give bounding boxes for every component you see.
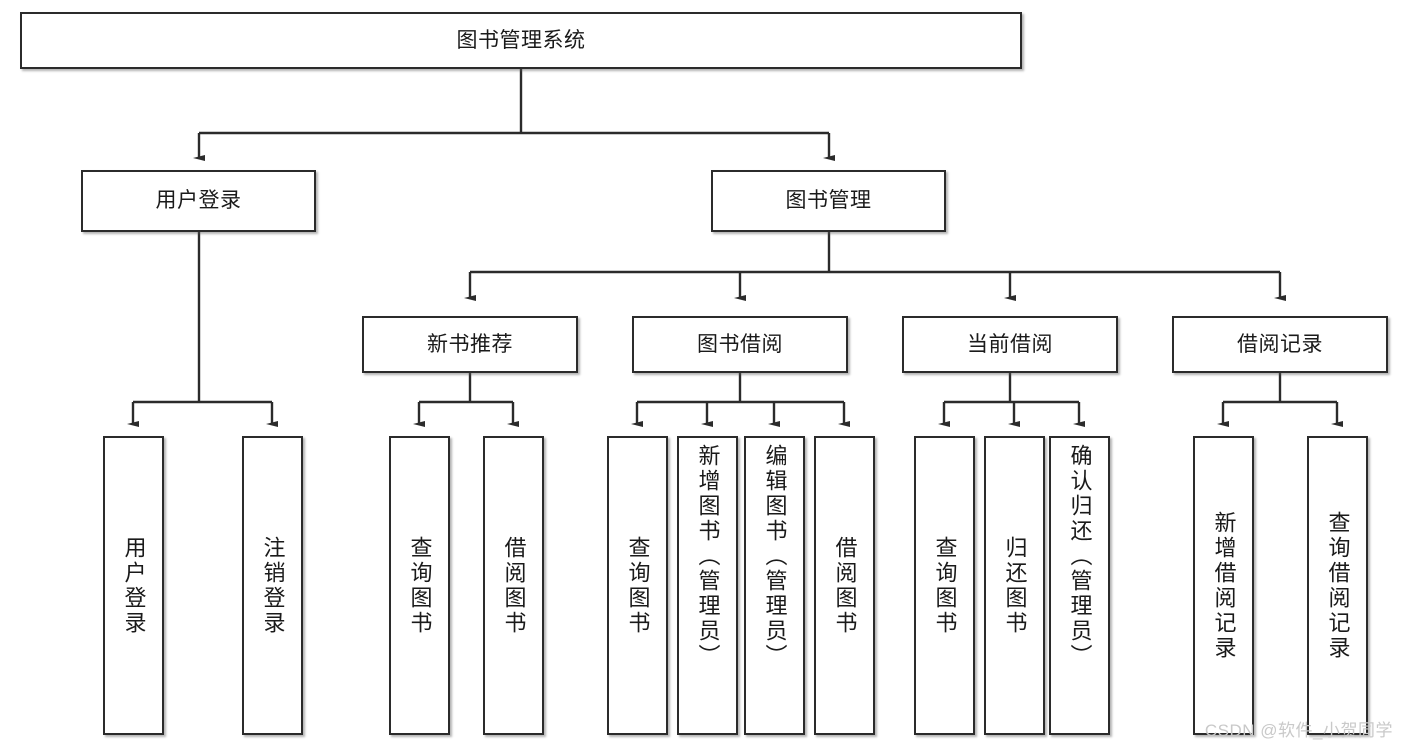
node-label: 新增借阅记录 — [1211, 510, 1237, 661]
node-label: 当前借阅 — [967, 332, 1053, 356]
node-leaf-logout[interactable]: 注销登录 — [242, 436, 303, 735]
node-label: 新书推荐 — [427, 332, 513, 356]
node-leaf-add-record[interactable]: 新增借阅记录 — [1193, 436, 1254, 735]
node-leaf-edit-book[interactable]: 编辑图书（管理员） — [744, 436, 805, 735]
node-leaf-confirm-return[interactable]: 确认归还（管理员） — [1049, 436, 1110, 735]
node-label: 借阅记录 — [1237, 332, 1323, 356]
node-leaf-return-book[interactable]: 归还图书 — [984, 436, 1045, 735]
node-label: 图书管理 — [785, 189, 872, 213]
node-leaf-add-book[interactable]: 新增图书（管理员） — [677, 436, 738, 735]
node-label: 查询图书 — [625, 535, 651, 636]
node-book-management[interactable]: 图书管理 — [711, 170, 946, 232]
node-label: 查询图书 — [407, 535, 433, 636]
node-new-book-recommend[interactable]: 新书推荐 — [362, 316, 578, 373]
node-label: 注销登录 — [260, 535, 286, 636]
node-label: 用户登录 — [121, 535, 147, 636]
node-label: 确认归还（管理员） — [1067, 444, 1093, 669]
node-label: 新增图书（管理员） — [695, 444, 721, 669]
node-root-book-management-system[interactable]: 图书管理系统 — [20, 12, 1022, 69]
node-label: 用户登录 — [155, 189, 242, 213]
node-borrow-record[interactable]: 借阅记录 — [1172, 316, 1388, 373]
node-label: 归还图书 — [1002, 535, 1028, 636]
node-book-borrow[interactable]: 图书借阅 — [632, 316, 848, 373]
node-leaf-borrow-book-1[interactable]: 借阅图书 — [483, 436, 544, 735]
node-label: 借阅图书 — [501, 535, 527, 636]
node-leaf-user-login[interactable]: 用户登录 — [103, 436, 164, 735]
node-leaf-query-record[interactable]: 查询借阅记录 — [1307, 436, 1368, 735]
node-label: 编辑图书（管理员） — [762, 444, 788, 669]
node-label: 借阅图书 — [832, 535, 858, 636]
node-label: 图书借阅 — [697, 332, 783, 356]
node-user-login[interactable]: 用户登录 — [81, 170, 316, 232]
node-label: 查询图书 — [932, 535, 958, 636]
node-leaf-query-book-1[interactable]: 查询图书 — [389, 436, 450, 735]
node-current-borrow[interactable]: 当前借阅 — [902, 316, 1118, 373]
node-leaf-borrow-book-2[interactable]: 借阅图书 — [814, 436, 875, 735]
node-leaf-query-book-2[interactable]: 查询图书 — [607, 436, 668, 735]
watermark-text: CSDN @软件_小贺同学 — [1204, 721, 1393, 740]
node-label: 查询借阅记录 — [1325, 510, 1351, 661]
node-leaf-query-book-3[interactable]: 查询图书 — [914, 436, 975, 735]
node-label: 图书管理系统 — [456, 28, 586, 52]
